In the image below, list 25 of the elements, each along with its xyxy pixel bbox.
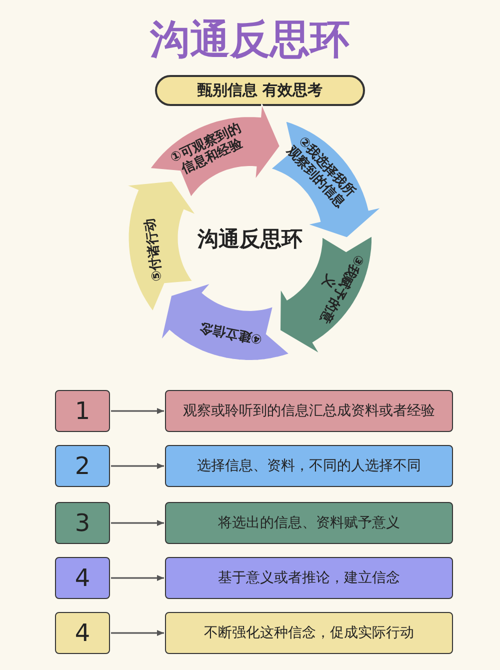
- arrow: [111, 575, 164, 581]
- arrow-label: ⑤付诸行动: [141, 216, 166, 284]
- description-box: 不断强化这种信念，促成实际行动: [165, 612, 453, 654]
- arrow: [111, 463, 164, 469]
- arrow: [111, 520, 164, 526]
- description-box: 将选出的信息、资料赋予意义: [165, 502, 453, 544]
- number-box: 1: [55, 390, 110, 432]
- arrow-label: ③我赋予的意义: [315, 250, 368, 328]
- arrow: [111, 408, 164, 414]
- description-box: 基于意义或者推论，建立信念: [165, 557, 453, 599]
- arrow-label: ②我选择我所观察到的信息: [282, 132, 359, 213]
- title: 沟通反思环: [148, 16, 351, 65]
- description-box: 观察或聆听到的信息汇总成资料或者经验: [165, 390, 453, 432]
- cycle-segment: [126, 180, 196, 312]
- number-box: 3: [55, 502, 110, 544]
- number-box: 2: [55, 445, 110, 487]
- arrow: [111, 630, 164, 636]
- description-box: 选择信息、资料，不同的人选择不同: [165, 445, 453, 487]
- arrow-label: ④建立信念: [198, 318, 265, 349]
- cycle-segment: [161, 282, 290, 360]
- number-box: 4: [55, 612, 110, 654]
- subtitle-pill: 甄别信息 有效思考: [155, 75, 365, 106]
- number-box: 4: [55, 557, 110, 599]
- arrow-label: ①可观察到的信息和经验: [167, 119, 246, 180]
- center-label: 沟通反思环: [196, 226, 304, 253]
